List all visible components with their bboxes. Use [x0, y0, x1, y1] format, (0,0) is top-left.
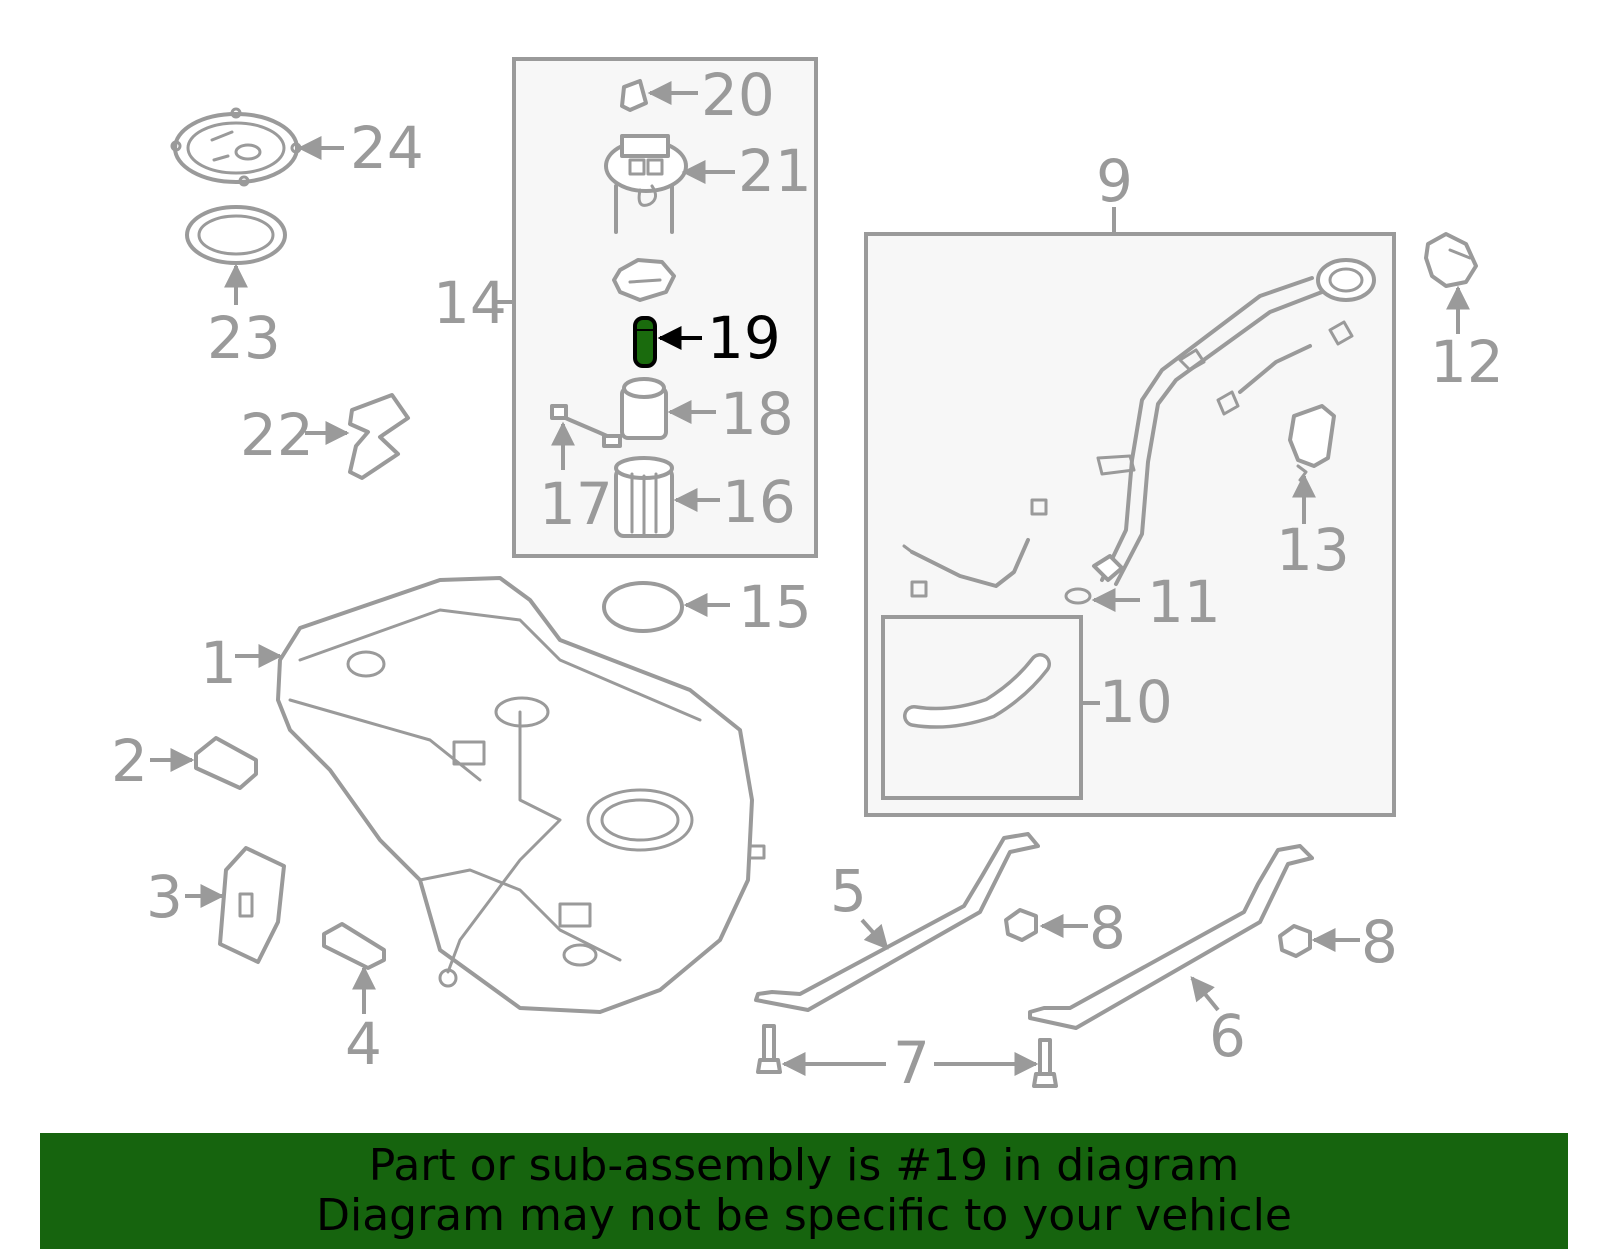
callout-9: 9: [1096, 147, 1133, 215]
part-13-valve: [1288, 404, 1336, 524]
pump-retainer: [612, 258, 676, 302]
callout-21: 21: [738, 137, 812, 205]
part-23-gasket: [185, 205, 287, 305]
callout-17: 17: [539, 470, 613, 538]
info-banner: Part or sub-assembly is #19 in diagram D…: [40, 1133, 1568, 1249]
part-6-strap: [1028, 844, 1314, 1030]
part-15-o-ring: [602, 581, 730, 633]
callout-5: 5: [830, 857, 867, 925]
fuel-system-exploded-diagram: 1 2 3 4 5 6 7 8 8 9 10 11 12 13 14 15 16…: [111, 57, 1504, 1097]
part-24-cover-plate: [170, 107, 344, 187]
callout-12: 12: [1430, 328, 1504, 396]
callout-20: 20: [701, 61, 775, 129]
callout-6: 6: [1209, 1002, 1246, 1070]
part-7-bolts: [756, 1024, 1058, 1088]
part-10-filler-hose: [903, 653, 1051, 729]
part-19-highlighted: [633, 316, 702, 368]
part-2-pad: [150, 736, 258, 790]
callout-2: 2: [111, 727, 148, 795]
part-22-bracket: [305, 393, 410, 480]
part-18-filter-housing: [620, 377, 716, 440]
part-21-pump-flange: [604, 134, 735, 234]
callout-8a: 8: [1089, 894, 1126, 962]
callout-19: 19: [707, 304, 781, 372]
callout-10: 10: [1099, 668, 1173, 736]
callout-4: 4: [345, 1010, 382, 1078]
callout-1: 1: [200, 629, 237, 697]
banner-line-1: Part or sub-assembly is #19 in diagram: [368, 1140, 1240, 1191]
part-3-heat-shield: [185, 846, 286, 964]
callout-24: 24: [350, 114, 424, 182]
part-12-cap: [1424, 232, 1478, 334]
callout-18: 18: [720, 380, 794, 448]
part-17-sender: [550, 404, 622, 470]
part-1-fuel-tank: [235, 576, 766, 1014]
callout-14: 14: [433, 269, 507, 337]
callout-22: 22: [240, 401, 314, 469]
part-4-pad: [322, 922, 386, 1014]
part-16-strainer: [614, 456, 720, 538]
callout-13: 13: [1276, 516, 1350, 584]
part-5-strap: [754, 832, 1040, 1012]
callout-15: 15: [738, 573, 812, 641]
callout-23: 23: [207, 304, 281, 372]
callout-11: 11: [1147, 568, 1221, 636]
callout-3: 3: [146, 863, 183, 931]
callout-7: 7: [893, 1029, 930, 1097]
part-20-clip: [620, 79, 698, 112]
banner-line-2: Diagram may not be specific to your vehi…: [316, 1190, 1292, 1241]
part-9-filler-neck: [902, 258, 1376, 612]
part-8-nuts: [1004, 908, 1360, 958]
callout-8b: 8: [1361, 908, 1398, 976]
callout-16: 16: [722, 468, 796, 536]
